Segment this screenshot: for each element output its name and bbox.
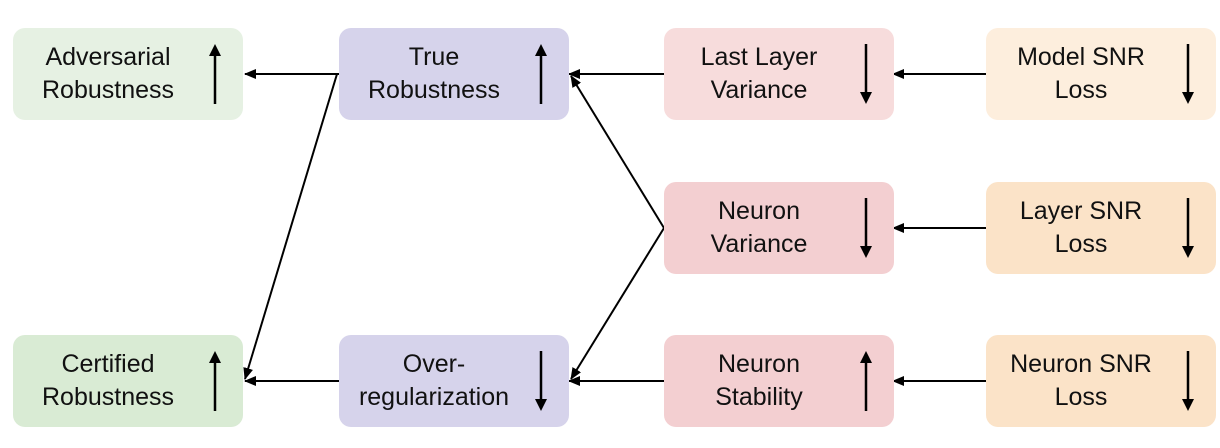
edge-neuron-variance-to-over-regularization — [570, 227, 665, 380]
node-label-line1: Neuron SNR — [1010, 350, 1152, 378]
node-label-line2: regularization — [358, 383, 510, 411]
node-last-layer-variance: Last Layer Variance — [664, 28, 894, 120]
node-label-line1: Neuron — [718, 197, 800, 225]
node-true-robustness: True Robustness — [339, 28, 569, 120]
node-label-line2: Stability — [715, 383, 803, 411]
arrow-down-icon — [1182, 44, 1194, 104]
node-over-regularization: Over- regularization — [339, 335, 569, 427]
arrow-down-icon — [535, 351, 547, 411]
node-label-line1: Last Layer — [700, 43, 818, 71]
node-layer-snr-loss: Layer SNR Loss — [986, 182, 1216, 274]
node-model-snr-loss: Model SNR Loss — [986, 28, 1216, 120]
arrow-down-icon — [860, 198, 872, 258]
node-label-line2: Loss — [1054, 230, 1108, 258]
node-label-line1: Certified — [61, 350, 155, 378]
arrow-up-icon — [209, 44, 221, 104]
arrow-down-icon — [1182, 351, 1194, 411]
arrow-up-icon — [209, 351, 221, 411]
arrow-up-icon — [535, 44, 547, 104]
node-label-line2: Loss — [1054, 383, 1108, 411]
node-adversarial-robustness: Adversarial Robustness — [13, 28, 243, 120]
node-label-line2: Robustness — [367, 76, 501, 104]
node-label-line2: Loss — [1054, 76, 1108, 104]
node-neuron-snr-loss: Neuron SNR Loss — [986, 335, 1216, 427]
node-label-line1: Layer SNR — [1019, 197, 1143, 225]
arrow-up-icon — [860, 351, 872, 411]
node-label-line2: Robustness — [41, 76, 175, 104]
arrow-down-icon — [1182, 198, 1194, 258]
node-label-line1: Adversarial — [45, 43, 171, 71]
node-label-line2: Variance — [710, 76, 808, 104]
node-label-line1: True — [408, 43, 460, 71]
node-certified-robustness: Certified Robustness — [13, 335, 243, 427]
edge-neuron-variance-to-true-robustness — [570, 75, 665, 229]
node-label-line2: Robustness — [41, 383, 175, 411]
node-label-line1: Over- — [402, 350, 466, 378]
node-neuron-stability: Neuron Stability — [664, 335, 894, 427]
node-label-line2: Variance — [710, 230, 808, 258]
arrow-down-icon — [860, 44, 872, 104]
edge-true-robustness-to-certified — [243, 73, 338, 380]
node-label-line1: Neuron — [718, 350, 800, 378]
node-label-line1: Model SNR — [1017, 43, 1145, 71]
node-neuron-variance: Neuron Variance — [664, 182, 894, 274]
